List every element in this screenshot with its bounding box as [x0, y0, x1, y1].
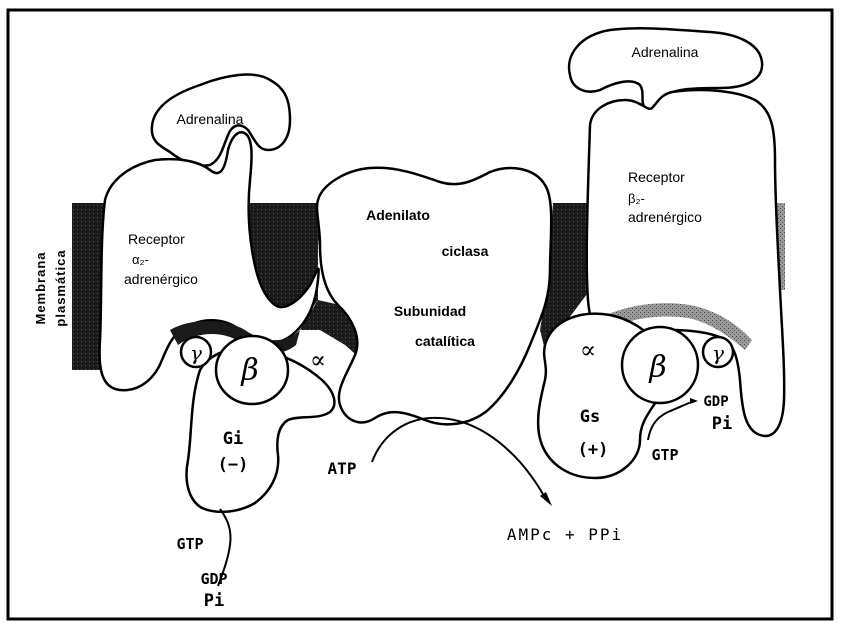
membrane-label-line1: Membrana	[33, 251, 48, 324]
gs-alpha-label: ∝	[580, 336, 596, 364]
enzyme-name-line2: ciclasa	[442, 243, 489, 259]
right-receptor-name-line2: β₂-	[628, 191, 645, 206]
enzyme-subunit-line2: catalítica	[415, 333, 475, 349]
gi-pi-label: Pi	[204, 591, 224, 611]
reaction-substrate: ATP	[328, 459, 357, 478]
enzyme-name-line1: Adenilato	[366, 207, 430, 223]
gi-alpha-label: ∝	[310, 346, 326, 374]
gi-beta-label: β	[240, 353, 258, 388]
gs-gamma-label: γ	[712, 341, 724, 365]
gi-gdp-label: GDP	[200, 570, 227, 588]
left-receptor-name-line1: Receptor	[128, 231, 185, 247]
gs-gdp-label: GDP	[703, 394, 728, 410]
enzyme-subunit-line1: Subunidad	[394, 303, 466, 319]
left-receptor-name-line3: adrenérgico	[124, 271, 198, 287]
membrane-label-line2: plasmática	[53, 249, 68, 326]
gs-name: Gs	[580, 407, 600, 427]
gi-gtp-label: GTP	[176, 535, 203, 553]
right-receptor-name-line3: adrenérgico	[628, 209, 702, 225]
gi-gamma-label: γ	[190, 341, 202, 365]
gs-beta-label: β	[648, 350, 666, 385]
gi-name: Gi	[223, 429, 243, 449]
reaction-products: AMPc + PPi	[507, 525, 623, 544]
gs-sign: (+)	[578, 440, 609, 460]
left-ligand-label: Adrenalina	[177, 111, 244, 127]
gi-sign: (−)	[218, 455, 249, 475]
left-receptor-name-line2: α₂-	[132, 252, 149, 267]
right-receptor-name-line1: Receptor	[628, 169, 685, 185]
gs-gtp-label: GTP	[651, 446, 678, 464]
gs-pi-label: Pi	[712, 414, 732, 434]
right-ligand-label: Adrenalina	[632, 44, 699, 60]
